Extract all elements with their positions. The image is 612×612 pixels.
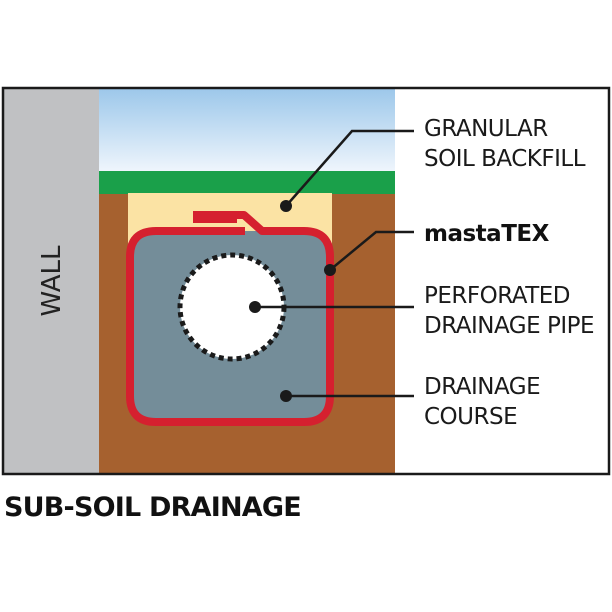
wall-label: WALL [37,245,67,317]
sky-area [99,88,395,171]
geotextile-overlap [193,211,237,223]
leader-dot-geotextile [324,264,336,276]
diagram-title: SUB-SOIL DRAINAGE [4,492,302,523]
label-backfill-line1: GRANULAR [424,116,548,142]
label-course-line2: COURSE [424,404,517,430]
leader-dot-pipe [249,301,261,313]
label-pipe-line2: DRAINAGE PIPE [424,313,594,339]
leader-dot-course [280,390,292,402]
diagram-frame [1,86,611,476]
label-geotextile: mastaTEX [424,221,550,247]
label-backfill-line2: SOIL BACKFILL [424,146,586,172]
leader-geotextile [329,230,414,271]
leader-dot-backfill [280,200,292,212]
geotextile-wrap [126,211,334,426]
leader-backfill [285,129,414,207]
label-pipe-line1: PERFORATED [424,283,570,309]
wall [3,88,99,474]
label-course-line1: DRAINAGE [424,374,540,400]
grass-strip [99,171,395,194]
